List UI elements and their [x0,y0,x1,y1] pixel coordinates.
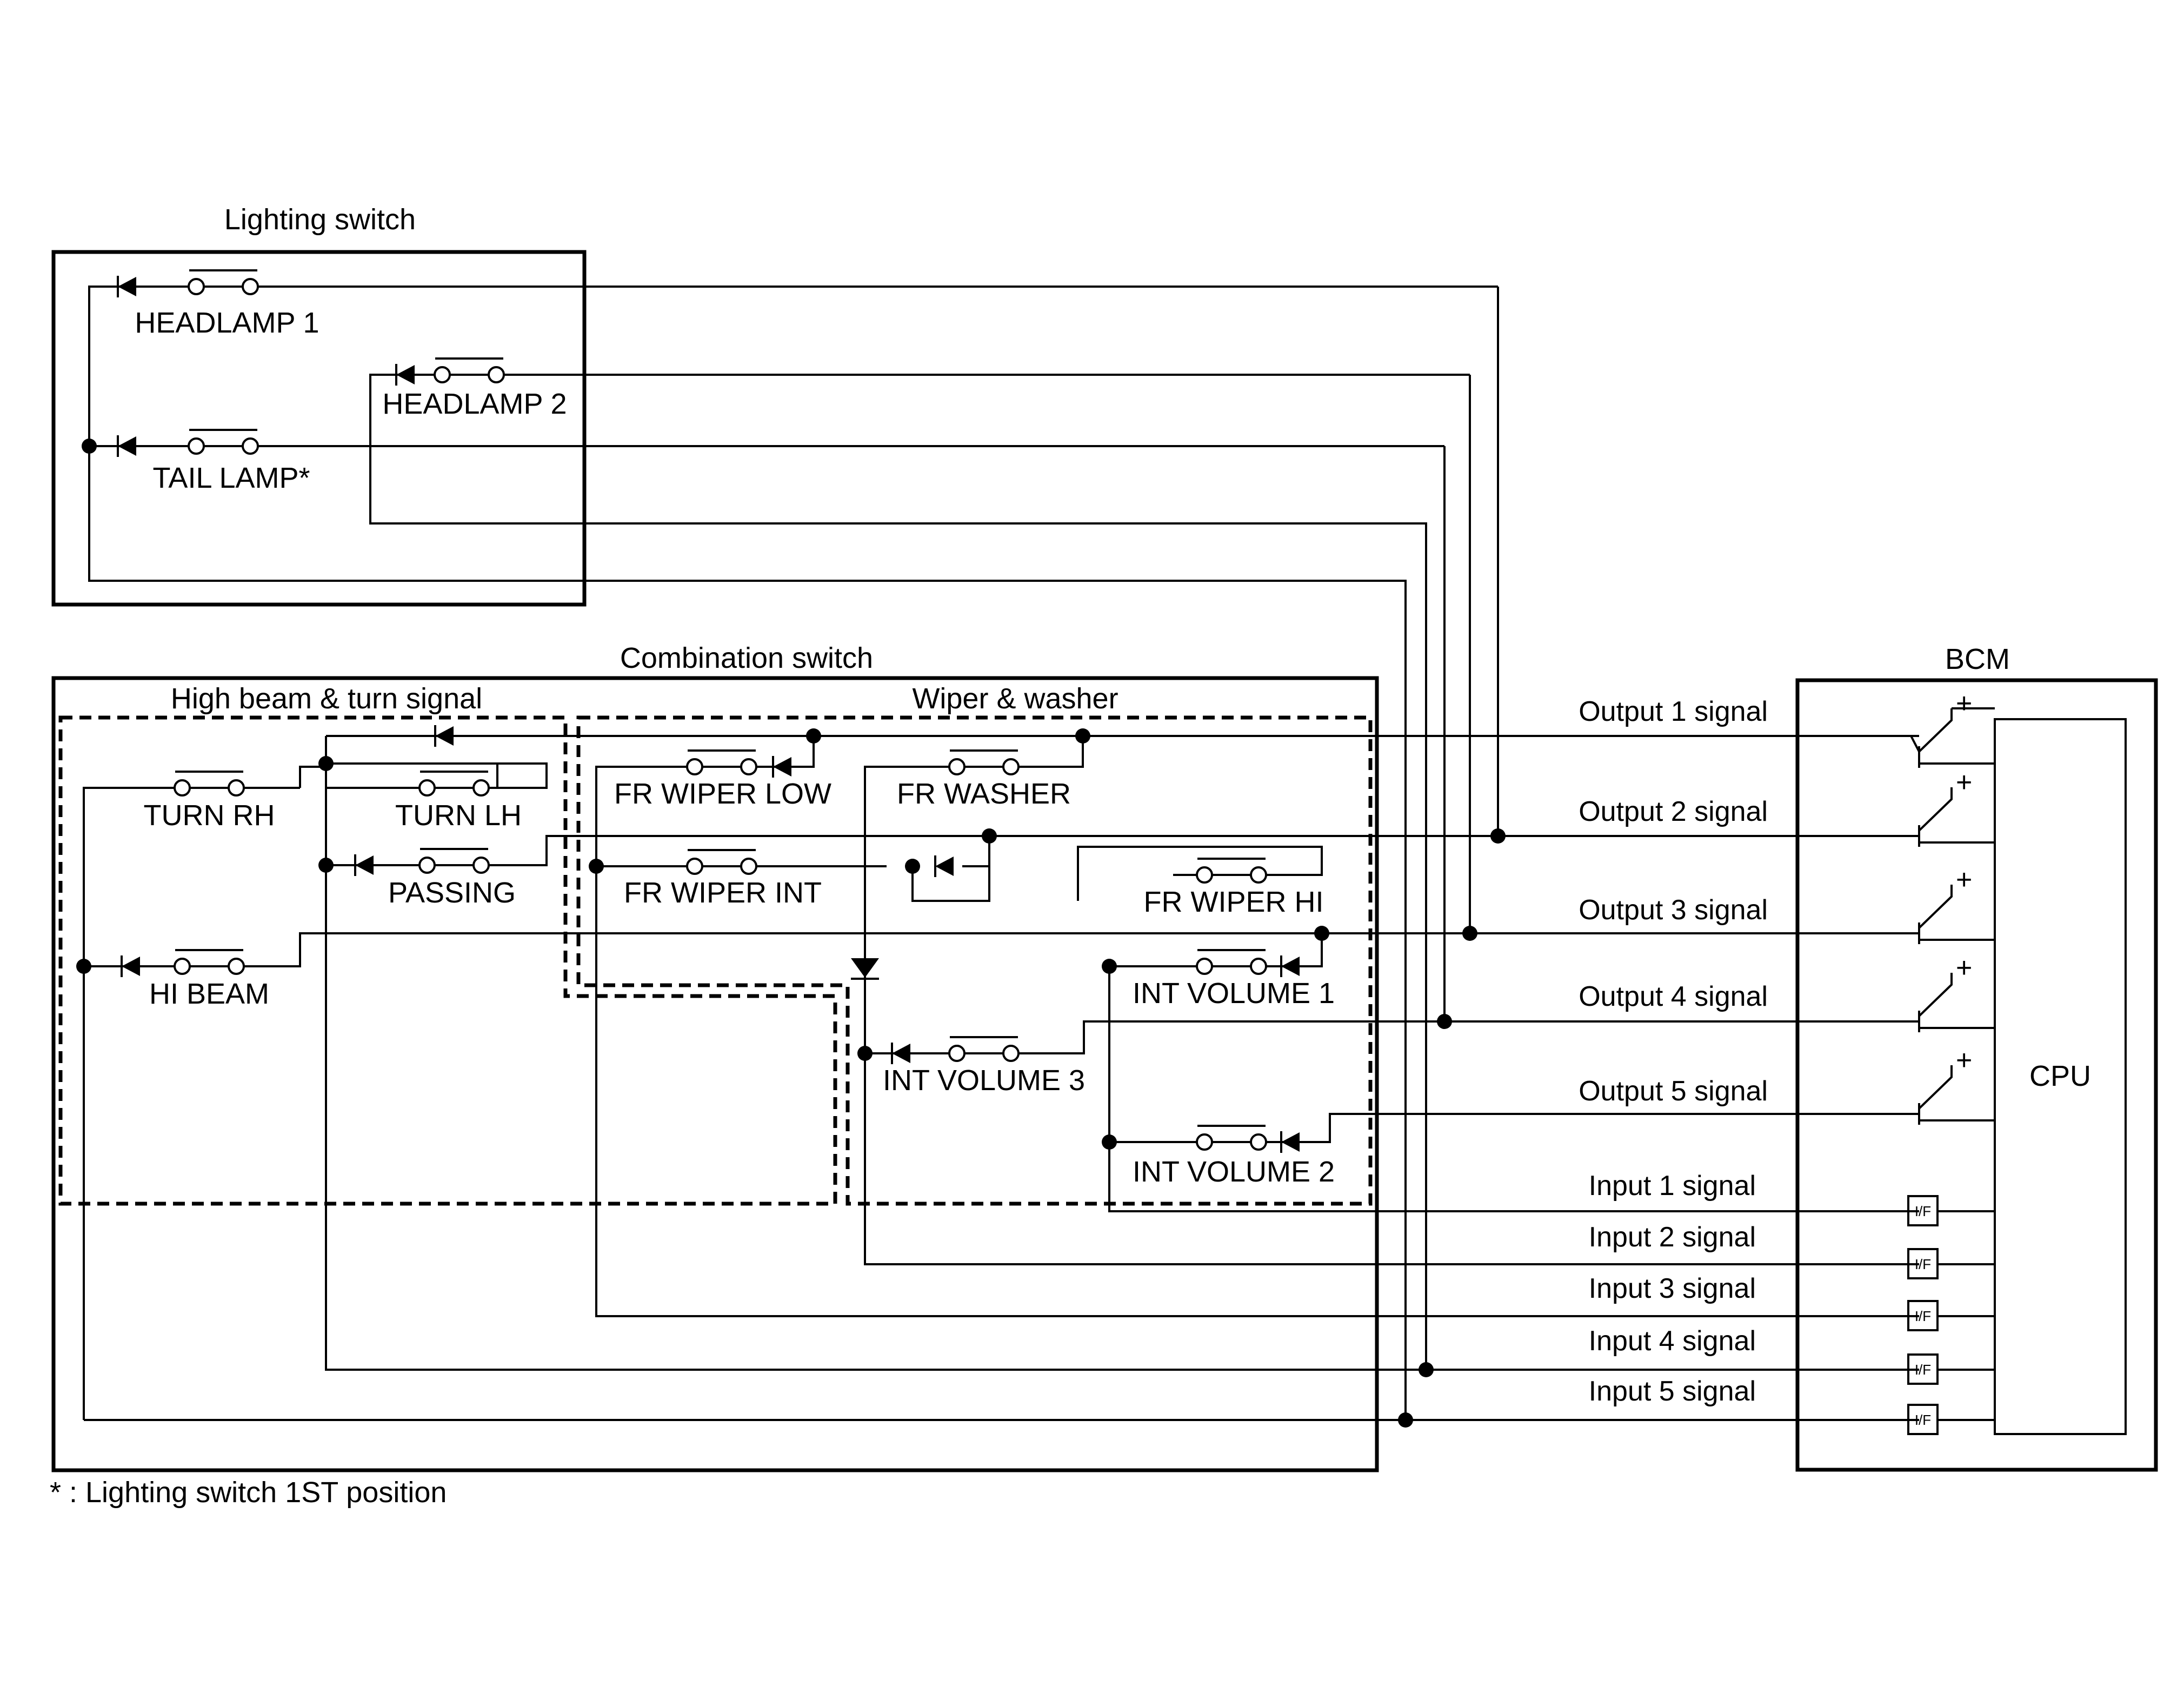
diode-fr-washer [851,958,879,980]
label-fr-washer: FR WASHER [897,778,1071,810]
label-output-1: Output 1 signal [1579,696,1768,727]
label-input-5: Input 5 signal [1589,1376,1756,1407]
interface-input-3: I/F [1907,1300,1995,1331]
signal-labels: Output 1 signal Output 2 signal Output 3… [1579,696,1768,1407]
passing-switch [373,848,490,874]
label-output-5: Output 5 signal [1579,1076,1768,1107]
tail-lamp-switch [188,429,259,455]
int-volume-3-switch [897,1036,1020,1062]
label-int-volume-2: INT VOLUME 2 [1133,1156,1335,1188]
diode-hi-beam [121,955,140,977]
headlamp-1-switch [89,269,270,295]
transistor-output-3: + [1918,864,1995,944]
high-beam-turn-signal-group: High beam & turn signal [58,682,837,1206]
label-turn-lh: TURN LH [395,799,522,832]
lighting-switch-title: Lighting switch [224,203,416,236]
hi-beam-switch [122,949,251,975]
label-headlamp-1: HEADLAMP 1 [135,307,319,339]
label-int-volume-3: INT VOLUME 3 [883,1064,1085,1097]
label-output-4: Output 4 signal [1579,981,1768,1012]
bcm-box: BCM CPU [1795,643,2158,1472]
diode-int-volume-1 [1280,955,1300,977]
label-hi-beam: HI BEAM [149,978,269,1010]
if-label: I/F [1915,1256,1931,1272]
int-volume-1-switch [1189,949,1297,975]
if-label: I/F [1915,1203,1931,1219]
interface-input-4: I/F [1907,1353,1995,1385]
high-beam-turn-signal-title: High beam & turn signal [171,682,482,715]
cpu-block [1994,718,2127,1435]
label-fr-wiper-int: FR WIPER INT [624,877,822,909]
label-turn-rh: TURN RH [144,799,275,832]
diode-fr-wiper-low [772,756,791,778]
diode-int-volume-3 [891,1043,910,1064]
combination-switch-box: Combination switch [51,642,1379,1472]
int-volume-2-switch [1189,1125,1297,1151]
label-headlamp-2: HEADLAMP 2 [382,388,567,420]
label-input-4: Input 4 signal [1589,1325,1756,1357]
wires [83,286,1919,1421]
label-output-2: Output 2 signal [1579,796,1768,827]
interface-input-2: I/F [1907,1248,1995,1279]
diode-turn [434,725,454,747]
label-input-1: Input 1 signal [1589,1170,1756,1202]
diode-tail-lamp [117,435,136,457]
cpu-label: CPU [2029,1060,2091,1092]
diode-headlamp-1 [117,276,136,297]
diode-headlamp-2 [395,364,415,386]
label-fr-wiper-low: FR WIPER LOW [614,778,831,810]
label-input-2: Input 2 signal [1589,1222,1756,1253]
diode-passing [354,854,374,876]
diode-fr-wiper-int [934,855,954,877]
label-tail-lamp: TAIL LAMP* [152,462,310,494]
if-label: I/F [1915,1362,1931,1378]
wiper-washer-title: Wiper & washer [912,682,1118,715]
wiper-washer-group: Wiper & washer [576,682,1373,1206]
component-labels: HEADLAMP 1 HEADLAMP 2 TAIL LAMP* TURN RH… [135,307,1335,1188]
switches [89,269,1297,1151]
if-label: I/F [1915,1308,1931,1324]
transistor-output-1: + [1910,688,1995,768]
if-label: I/F [1915,1412,1931,1428]
bcm-transistors: + + + + + [1910,688,1995,1125]
plus-mark: + [1956,864,1972,895]
transistor-output-2: + [1911,767,1995,847]
plus-mark: + [1956,688,1972,719]
bcm-interfaces: I/F I/F I/F I/F I/F [1907,1195,1995,1435]
footnote: * : Lighting switch 1ST position [50,1476,447,1509]
interface-input-5: I/F [1907,1404,1995,1435]
transistor-output-5: + [1918,1045,1995,1125]
plus-mark: + [1956,1045,1972,1076]
diodes [117,276,1300,1153]
combination-switch-title: Combination switch [620,642,873,674]
plus-mark: + [1956,952,1972,984]
fr-washer-switch [948,749,1020,775]
transistor-output-4: + [1918,952,1995,1032]
junctions [76,439,1506,1428]
interface-input-1: I/F [1907,1195,1995,1226]
label-int-volume-1: INT VOLUME 1 [1133,977,1335,1010]
label-output-3: Output 3 signal [1579,894,1768,926]
turn-lh-switch [373,771,497,797]
headlamp-2-switch [434,357,505,383]
fr-wiper-hi-switch [1173,858,1267,884]
label-passing: PASSING [388,877,516,909]
label-input-3: Input 3 signal [1589,1273,1756,1304]
fr-wiper-int-switch [686,849,757,875]
diode-int-volume-2 [1280,1131,1300,1153]
fr-wiper-low-switch [660,749,768,775]
label-fr-wiper-hi: FR WIPER HI [1144,886,1324,918]
lighting-switch-box: Lighting switch [51,203,587,607]
turn-rh-switch [162,771,300,797]
plus-mark: + [1956,767,1972,798]
bcm-title: BCM [1945,643,2010,675]
